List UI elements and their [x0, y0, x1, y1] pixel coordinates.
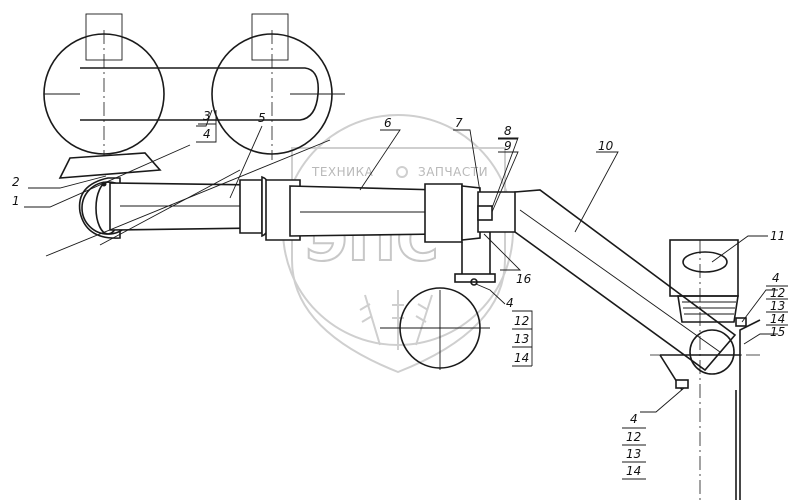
coupling-7-body [424, 183, 463, 243]
leader-3-4 [196, 109, 217, 143]
coupling-7-ring [461, 185, 481, 241]
muffler-axes [380, 290, 490, 370]
pipe-6 [289, 185, 441, 237]
label-m3-4: 4 [630, 412, 638, 426]
label-m1-12: 12 [514, 314, 529, 328]
leader-1 [24, 144, 191, 208]
lower-bolt [675, 379, 689, 389]
label-m1-14: 14 [514, 351, 529, 365]
upper-right-bolt [735, 317, 747, 327]
stack-box-m3 [622, 427, 646, 480]
hanger-plate [454, 273, 496, 283]
silencer-neck-right [251, 13, 289, 61]
pipe-10 [514, 189, 737, 372]
label-m2-13: 13 [770, 299, 785, 313]
bellows-body [677, 295, 739, 323]
bellows-section [677, 295, 739, 323]
leader-m1 [475, 283, 506, 305]
leader-8-9 [491, 137, 519, 213]
pipe-10-centerline [519, 209, 721, 353]
gear-icon [396, 166, 408, 178]
label-m3-12: 12 [626, 430, 641, 444]
label-m3-13: 13 [626, 447, 641, 461]
leader-11 [711, 235, 768, 263]
hanger-bracket [380, 232, 496, 370]
label-16: 16 [516, 272, 532, 286]
leader-2 [28, 175, 107, 189]
label-6: 6 [384, 116, 392, 130]
stack-box-m2 [766, 285, 788, 326]
label-3-sub: 4 [203, 127, 211, 141]
hanger-bolt [470, 278, 478, 286]
bellows-corrugations [682, 301, 736, 315]
label-m1-4: 4 [506, 296, 514, 310]
label-1: 1 [12, 194, 20, 208]
label-2: 2 [12, 175, 20, 189]
angled-pipe [514, 189, 737, 375]
label-m2-12: 12 [770, 286, 785, 300]
label-11: 11 [770, 229, 785, 243]
label-9: 9 [504, 139, 512, 153]
leader-6 [359, 129, 401, 191]
leader-m2 [741, 289, 778, 345]
silencer-centerlines [103, 30, 273, 160]
right-assembly [650, 239, 761, 500]
watermark-shield [291, 147, 506, 374]
leader-10 [574, 151, 619, 233]
leader-7 [453, 129, 481, 193]
watermark-left-text: ТЕХНИКА [311, 165, 374, 179]
label-m3-14: 14 [626, 464, 641, 478]
label-3: 3 [203, 109, 211, 123]
leader-lines [24, 109, 778, 413]
leader-m3 [640, 387, 685, 413]
horizontal-pipe [109, 175, 526, 243]
wheat-icon [359, 290, 433, 350]
watermark-right-text: ЗАПЧАСТИ [418, 165, 488, 179]
label-m2-4: 4 [772, 271, 780, 285]
left-clamp-bracket [58, 152, 162, 179]
label-10: 10 [598, 139, 614, 153]
lower-elbow [689, 329, 735, 375]
right-centerlines [650, 240, 760, 500]
leader-5 [229, 125, 263, 199]
callout-labels: 2 1 3 4 5 6 7 8 9 10 11 16 4 12 13 14 4 … [12, 109, 788, 480]
label-m2-15: 15 [770, 325, 785, 339]
section-line-b [99, 169, 241, 246]
watermark: ТЕХНИКА ЗАПЧАСТИ ЭПС [282, 114, 514, 374]
silencer-band [80, 67, 320, 121]
label-5: 5 [258, 111, 266, 125]
leader-16 [483, 233, 522, 271]
silencer-body [43, 13, 345, 160]
inlet-cap-11 [682, 251, 728, 273]
clamp-9-nut [477, 205, 493, 221]
label-m1-13: 13 [514, 332, 529, 346]
label-m2-14: 14 [770, 312, 785, 326]
stack-box-m1 [512, 310, 533, 367]
coupling-5-sleeve [239, 179, 263, 234]
label-7: 7 [455, 116, 463, 130]
label-8: 8 [504, 124, 512, 138]
